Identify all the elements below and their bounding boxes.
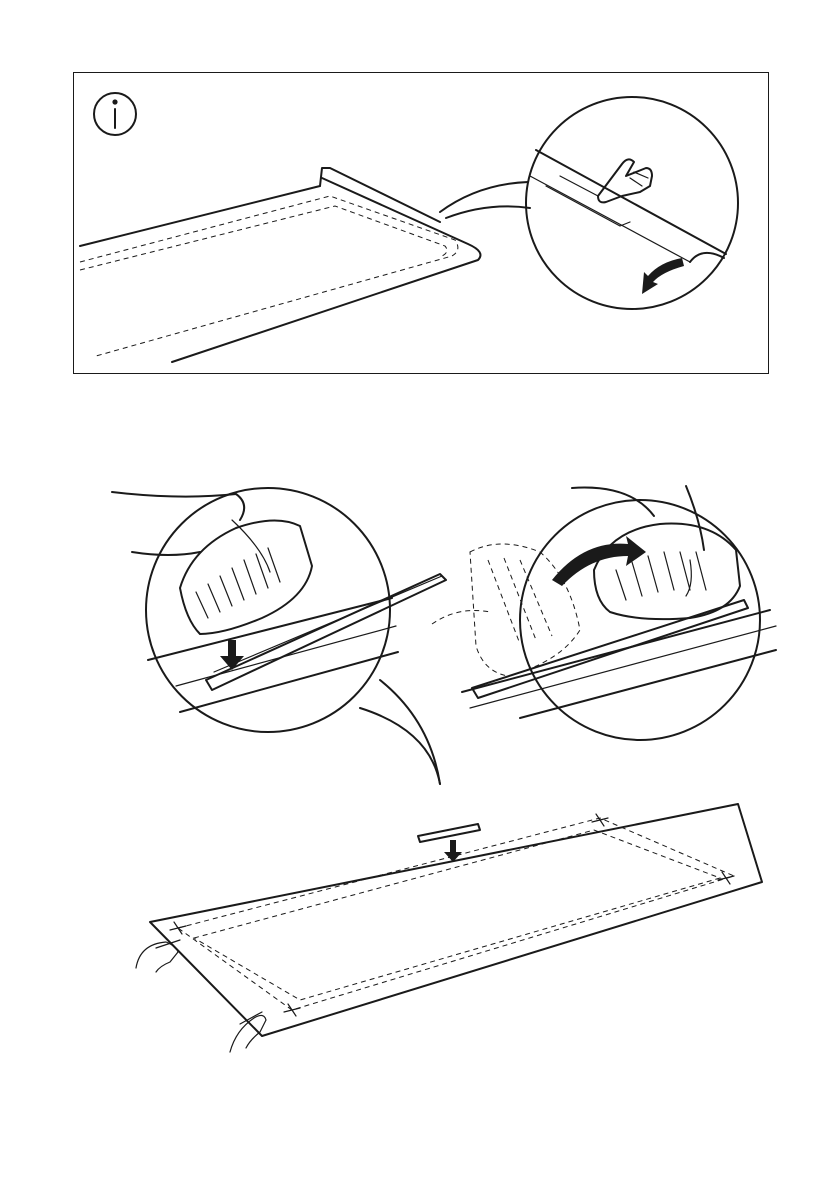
pointing-hand-icon	[598, 159, 652, 202]
detail-circle-right	[432, 486, 776, 740]
arrow-down-icon	[642, 258, 684, 294]
glass-panel-edge	[80, 168, 480, 362]
zoomed-seal-strip	[530, 150, 726, 262]
detail-callout	[440, 97, 738, 309]
info-circle-icon	[94, 93, 136, 135]
detail-callout-tail	[360, 680, 440, 784]
pressure-roller-icon	[180, 520, 312, 634]
glass-panel-bottom	[136, 804, 762, 1052]
